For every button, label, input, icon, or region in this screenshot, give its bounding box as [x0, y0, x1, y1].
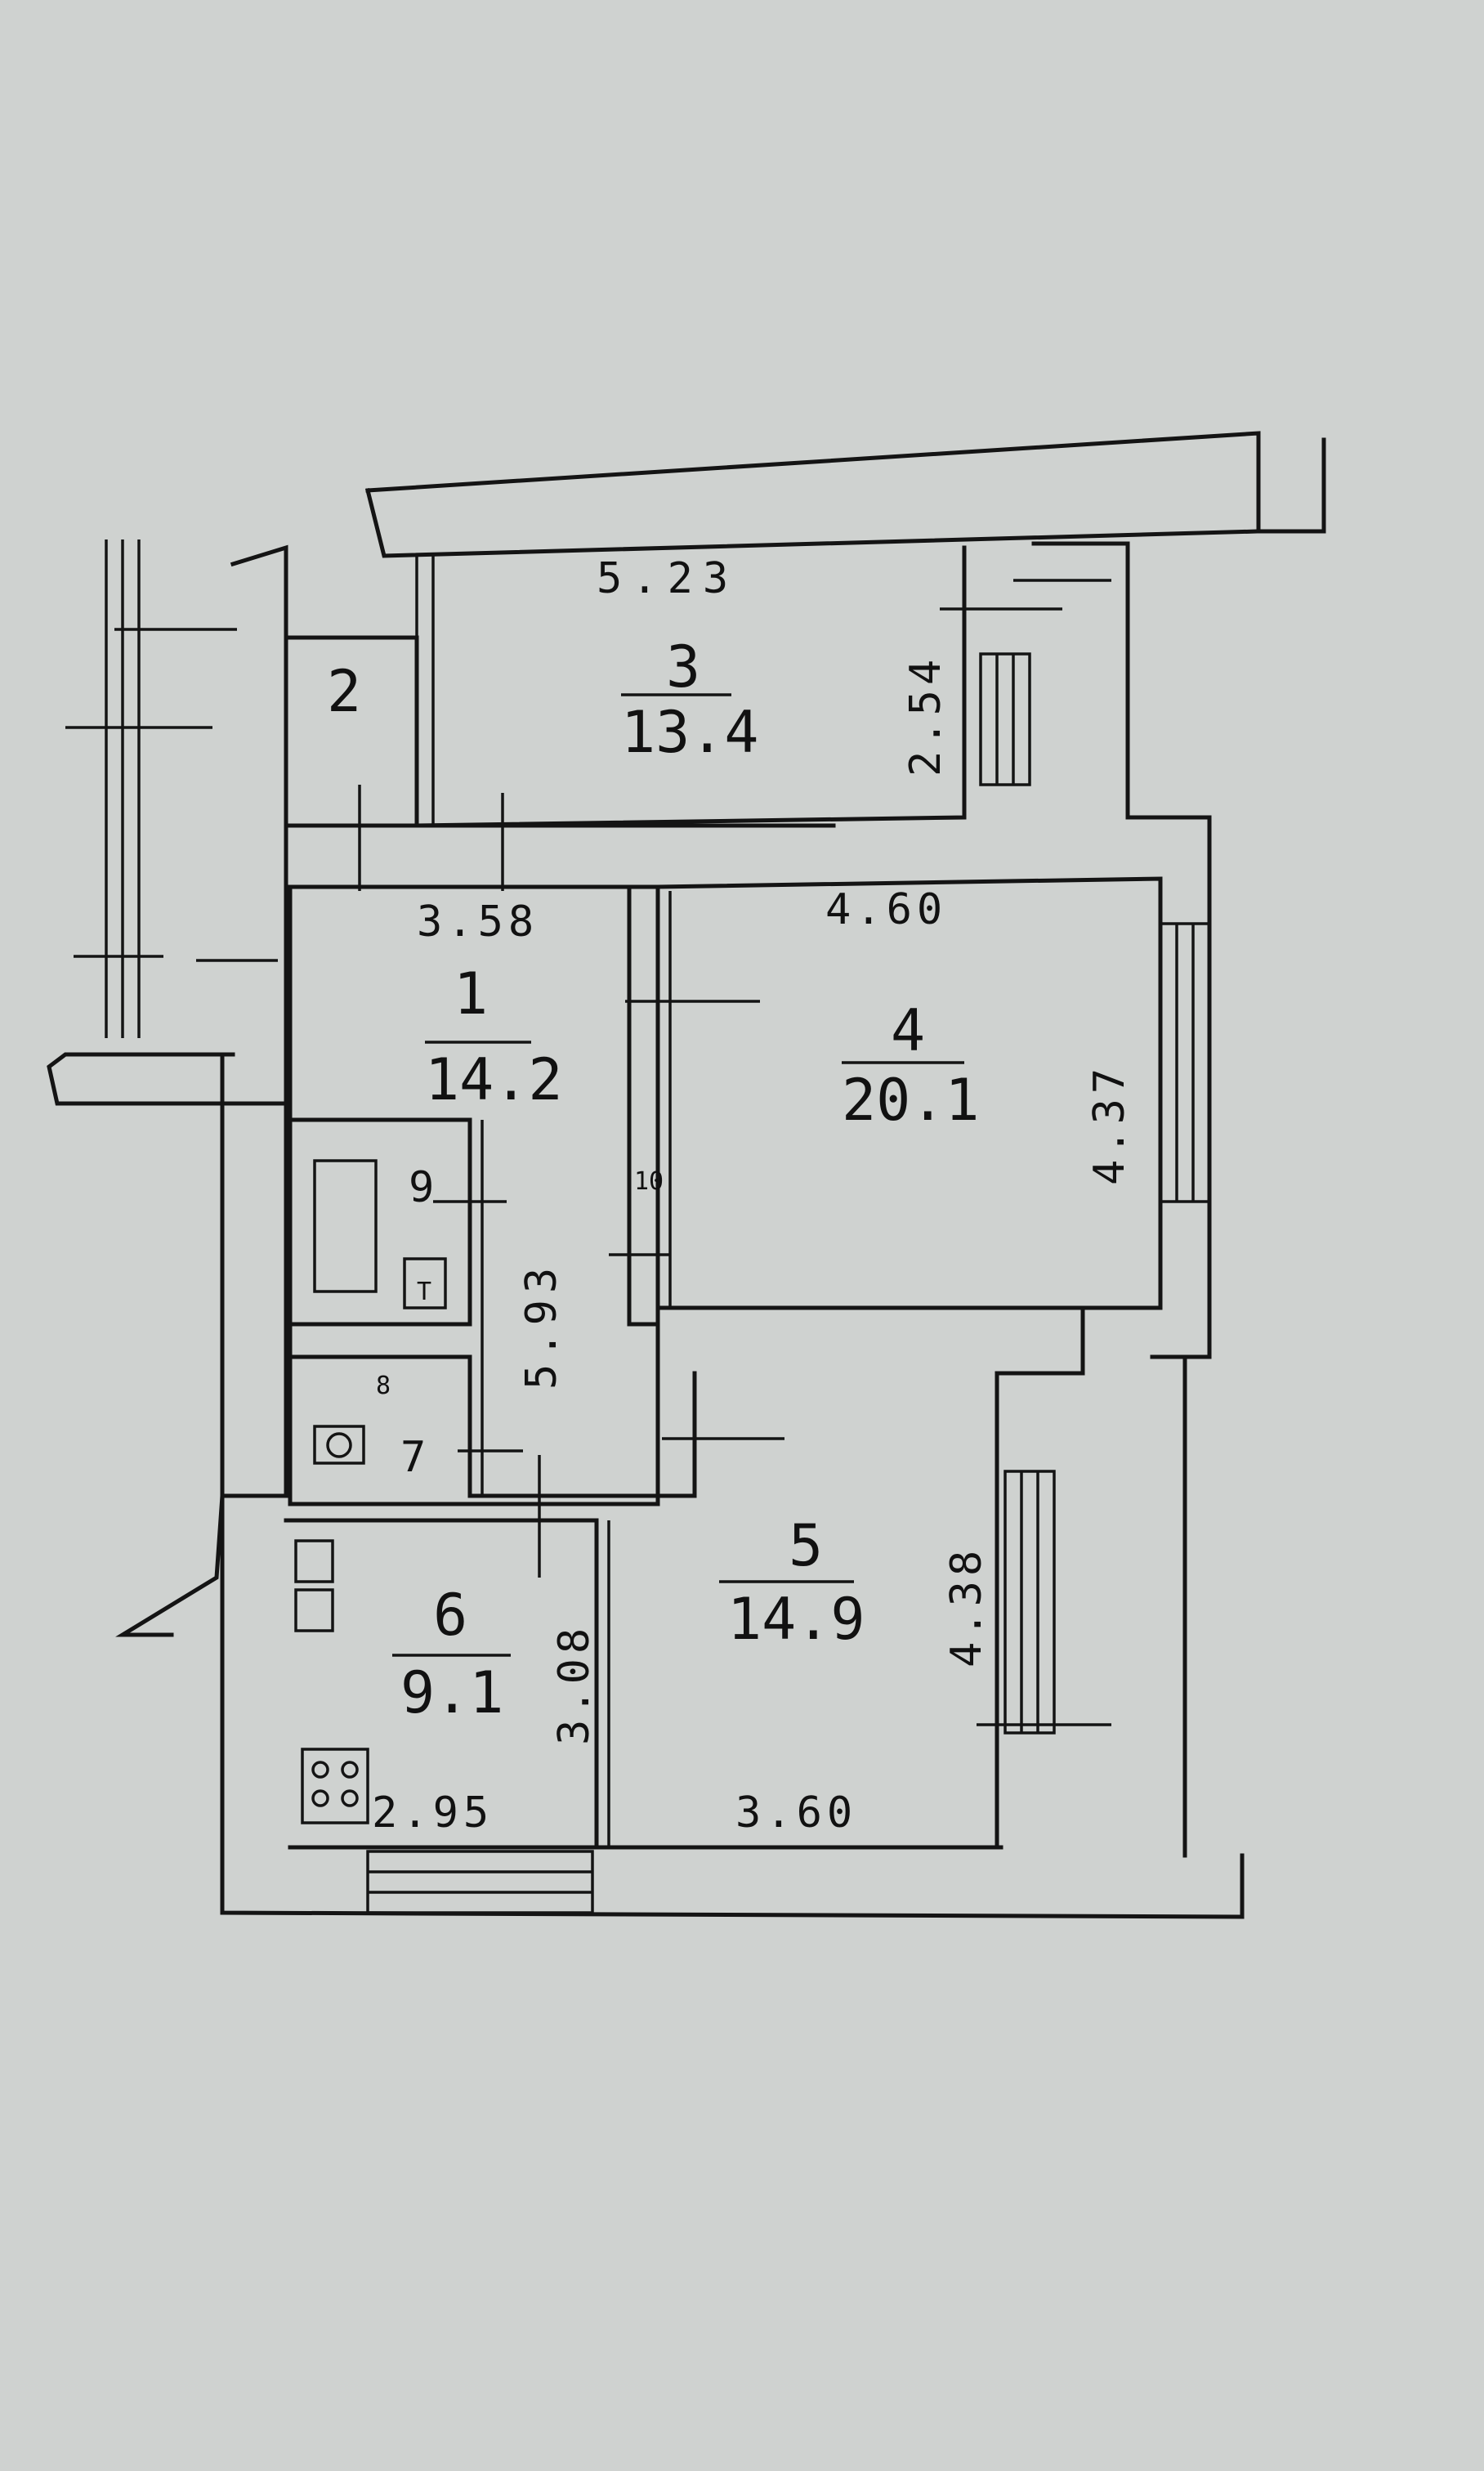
dimension-labels: 5.23 2.54 3.58 5.93 4.60 4.37 4.38 3.60 … — [372, 554, 1134, 1838]
room-1-number: 1 — [454, 960, 488, 1027]
counter — [294, 1588, 334, 1632]
tick-marks — [65, 579, 1111, 1726]
room-3-number: 3 — [666, 633, 700, 701]
dim-room4-depth: 4.37 — [1085, 1063, 1134, 1185]
room-3-area: 13.4 — [621, 699, 759, 766]
room-6-number: 6 — [433, 1582, 467, 1649]
room-6-area: 9.1 — [400, 1659, 503, 1726]
dim-room1-length: 5.93 — [517, 1261, 566, 1390]
dim-room1-width: 3.58 — [417, 898, 539, 947]
dim-room6-width: 2.95 — [372, 1788, 494, 1838]
toilet — [403, 1257, 447, 1309]
toilet-mark: T — [417, 1278, 431, 1306]
bathtub — [313, 1159, 378, 1293]
room-labels: 1 14.2 2 3 13.4 4 20.1 5 14.9 6 9.1 7 8 … — [327, 633, 980, 1726]
dim-room5-depth: 4.38 — [942, 1546, 991, 1667]
inner-walls — [284, 545, 1163, 1850]
fixtures: T — [294, 1159, 447, 1824]
washbasin — [313, 1425, 365, 1465]
dim-room3-depth: 2.54 — [901, 655, 950, 777]
dim-room4-width: 4.60 — [825, 885, 947, 934]
room-4-number: 4 — [891, 997, 925, 1064]
room-5-number: 5 — [789, 1512, 823, 1579]
sink — [294, 1539, 334, 1583]
room-1-area: 14.2 — [425, 1046, 563, 1113]
room-5-area: 14.9 — [727, 1586, 865, 1653]
outer-walls — [47, 431, 1326, 1919]
room-9-number: 9 — [409, 1163, 434, 1212]
room-2-number: 2 — [327, 658, 361, 725]
room-7-number: 7 — [400, 1433, 426, 1482]
stove — [301, 1748, 369, 1824]
dim-room5-width: 3.60 — [735, 1788, 857, 1838]
dim-room6-depth: 3.08 — [550, 1623, 599, 1745]
dim-room3-width: 5.23 — [597, 554, 738, 603]
room-8-number: 8 — [376, 1372, 391, 1400]
room-4-area: 20.1 — [842, 1067, 980, 1134]
room-10-number: 10 — [634, 1167, 664, 1196]
